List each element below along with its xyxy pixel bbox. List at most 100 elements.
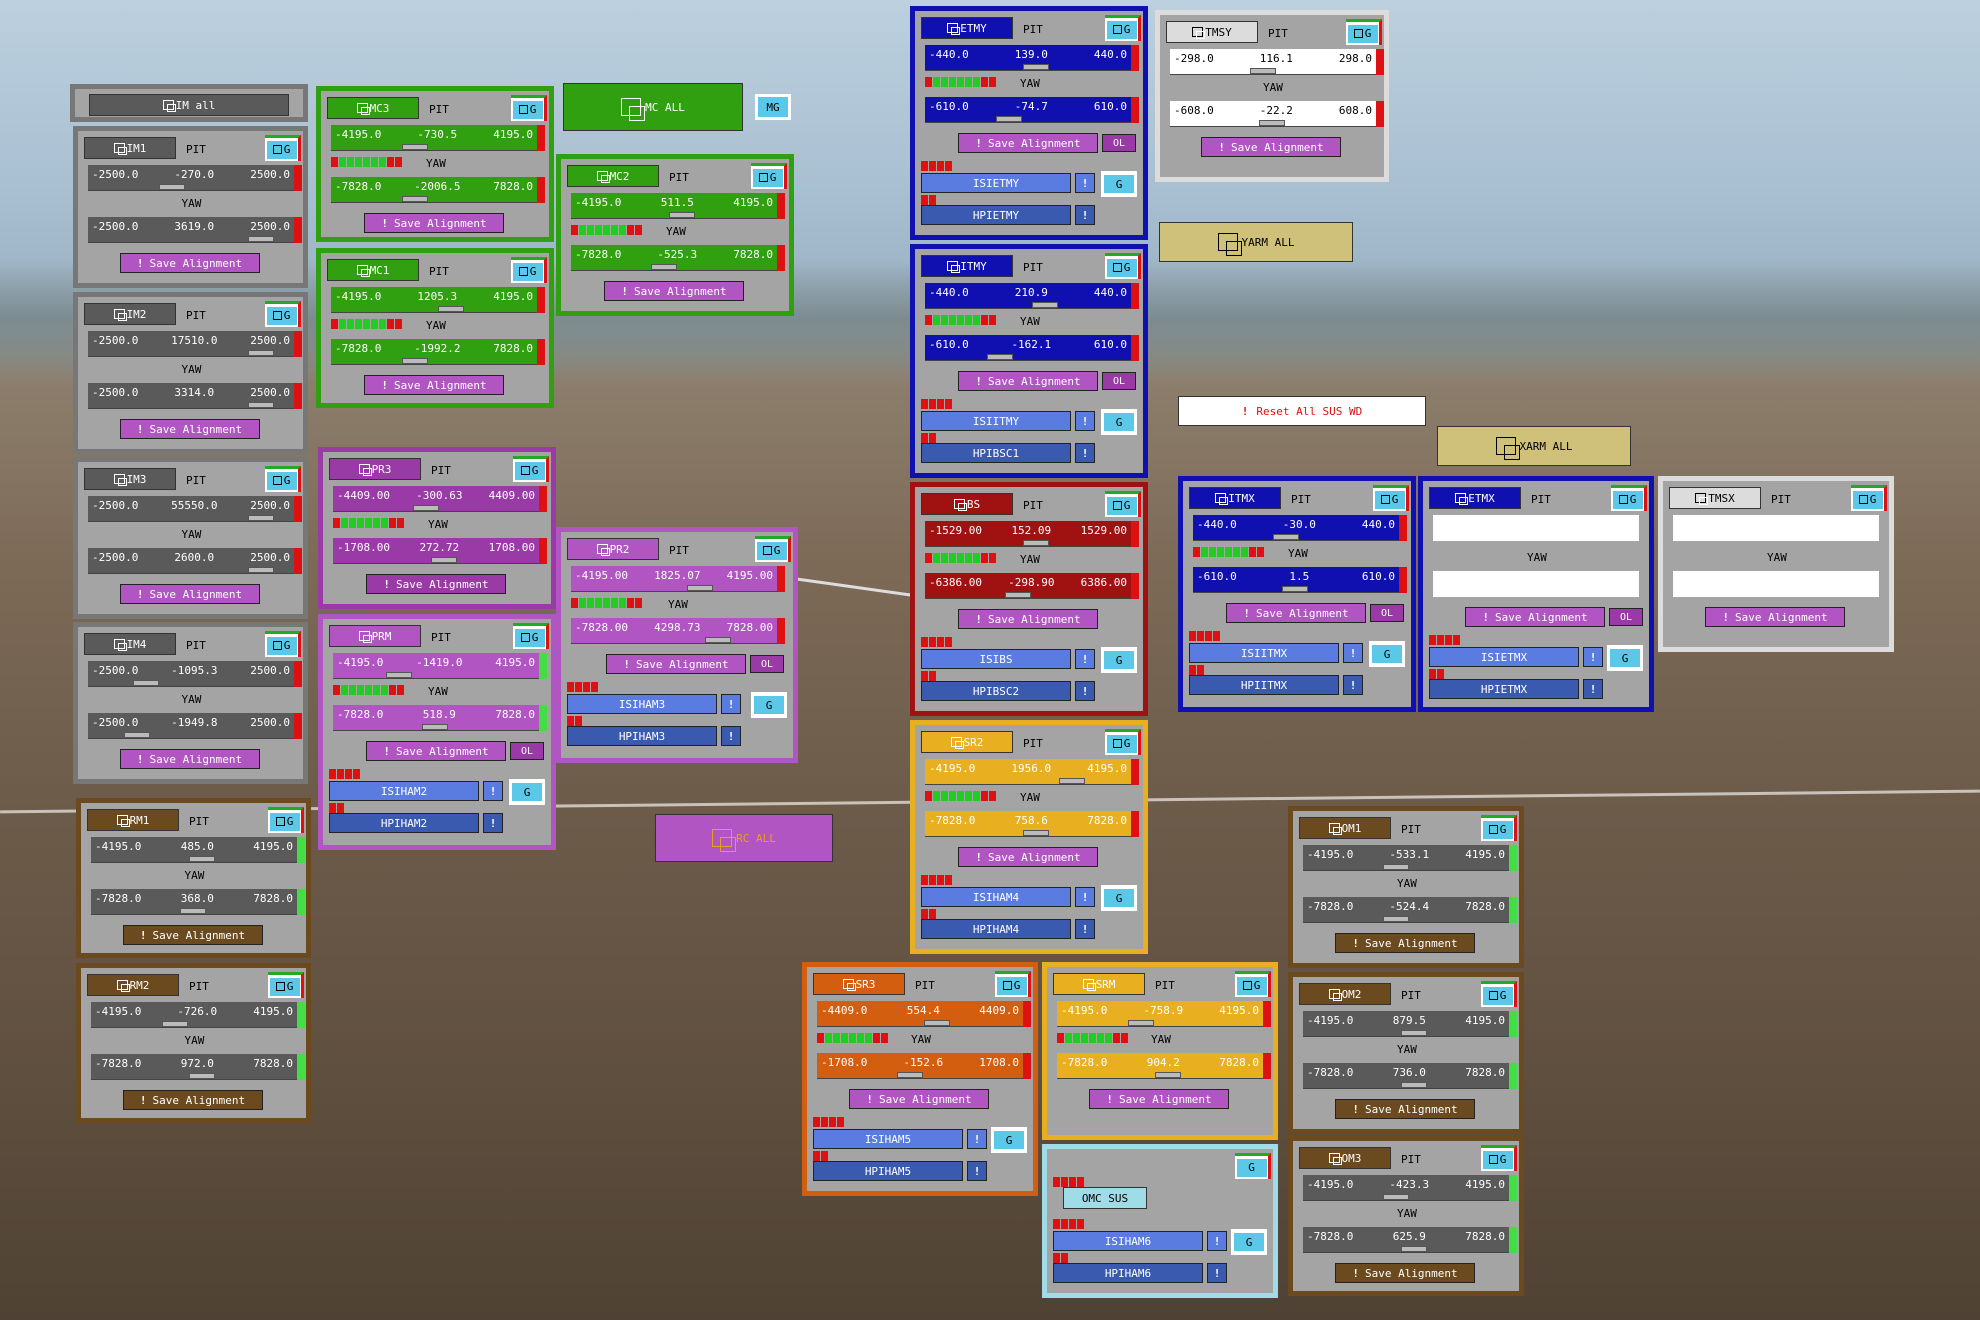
slider-knob[interactable] [1059, 778, 1085, 784]
panel-title-button[interactable]: TMSY [1166, 21, 1258, 43]
save-alignment-button[interactable]: Save Alignment [122, 925, 263, 945]
save-alignment-button[interactable]: Save Alignment [119, 253, 260, 273]
hpi-watchdog-button[interactable]: ! [1075, 443, 1095, 463]
hpi-watchdog-button[interactable]: ! [1075, 681, 1095, 701]
xarm-all-button[interactable]: XARM ALL [1437, 426, 1631, 466]
guardian-button[interactable]: G [1481, 981, 1517, 1007]
save-alignment-button[interactable]: Save Alignment [1335, 1263, 1475, 1283]
mc-all-button[interactable]: MC ALL [563, 83, 743, 131]
save-alignment-button[interactable]: Save Alignment [958, 133, 1098, 153]
save-alignment-button[interactable]: Save Alignment [366, 741, 506, 761]
isi-guardian-button[interactable]: G [751, 692, 787, 718]
slider-knob[interactable] [124, 732, 150, 738]
offload-button[interactable]: OL [1370, 604, 1404, 622]
slider-knob[interactable] [431, 557, 457, 563]
offload-button[interactable]: OL [1102, 372, 1136, 390]
hpi-button[interactable]: HPIHAM5 [813, 1161, 963, 1181]
isi-guardian-button[interactable]: G [1101, 409, 1137, 435]
isi-watchdog-button[interactable]: ! [1343, 643, 1363, 663]
guardian-button[interactable]: G [1105, 729, 1141, 755]
save-alignment-button[interactable]: Save Alignment [606, 654, 746, 674]
save-alignment-button[interactable]: Save Alignment [849, 1089, 989, 1109]
hpi-button[interactable]: HPIITMX [1189, 675, 1339, 695]
panel-title-button[interactable]: RM2 [87, 974, 179, 996]
save-alignment-button[interactable]: Save Alignment [1201, 137, 1341, 157]
slider-knob[interactable] [386, 672, 412, 678]
slider-knob[interactable] [651, 264, 677, 270]
save-alignment-button[interactable]: Save Alignment [122, 1090, 263, 1110]
guardian-button[interactable]: G [1235, 971, 1271, 997]
isi-button[interactable]: ISIITMX [1189, 643, 1339, 663]
slider-knob[interactable] [1259, 120, 1285, 126]
slider-knob[interactable] [1005, 592, 1031, 598]
panel-title-button[interactable]: OM3 [1299, 1147, 1391, 1169]
yarm-all-button[interactable]: YARM ALL [1159, 222, 1353, 262]
save-alignment-button[interactable]: Save Alignment [366, 574, 506, 594]
hpi-watchdog-button[interactable]: ! [1075, 205, 1095, 225]
panel-title-button[interactable]: PR2 [567, 538, 659, 560]
guardian-button[interactable]: G [1105, 15, 1141, 41]
slider-knob[interactable] [1023, 830, 1049, 836]
isi-button[interactable]: ISIHAM3 [567, 694, 717, 714]
slider-knob[interactable] [996, 116, 1022, 122]
save-alignment-button[interactable]: Save Alignment [958, 609, 1098, 629]
panel-title-button[interactable]: BS [921, 493, 1013, 515]
offload-button[interactable]: OL [1609, 608, 1643, 626]
guardian-button[interactable]: G [268, 972, 304, 998]
slider-knob[interactable] [705, 637, 731, 643]
slider-knob[interactable] [1383, 1194, 1409, 1200]
slider-knob[interactable] [1032, 302, 1058, 308]
save-alignment-button[interactable]: Save Alignment [1335, 933, 1475, 953]
slider-knob[interactable] [987, 354, 1013, 360]
panel-title-button[interactable]: IM3 [84, 468, 176, 490]
slider-knob[interactable] [669, 212, 695, 218]
slider-knob[interactable] [1023, 540, 1049, 546]
slider-knob[interactable] [1401, 1082, 1427, 1088]
isi-watchdog-button[interactable]: ! [1583, 647, 1603, 667]
guardian-button[interactable]: G [265, 466, 301, 492]
isi-button[interactable]: ISIETMY [921, 173, 1071, 193]
isi-guardian-button[interactable]: G [1231, 1229, 1267, 1255]
panel-title-button[interactable]: IM4 [84, 633, 176, 655]
slider-knob[interactable] [248, 402, 274, 408]
hpi-watchdog-button[interactable]: ! [721, 726, 741, 746]
slider-knob[interactable] [897, 1072, 923, 1078]
slider-knob[interactable] [248, 236, 274, 242]
isi-button[interactable]: ISIBS [921, 649, 1071, 669]
im-all-button[interactable]: IM all [89, 94, 289, 116]
slider-knob[interactable] [402, 196, 428, 202]
mc-guardian-button[interactable]: MG [755, 94, 791, 120]
panel-title-button[interactable]: ETMY [921, 17, 1013, 39]
guardian-button[interactable]: G [755, 536, 791, 562]
save-alignment-button[interactable]: Save Alignment [119, 749, 260, 769]
slider-knob[interactable] [248, 350, 274, 356]
guardian-button[interactable]: G [511, 95, 547, 121]
slider-knob[interactable] [1023, 64, 1049, 70]
